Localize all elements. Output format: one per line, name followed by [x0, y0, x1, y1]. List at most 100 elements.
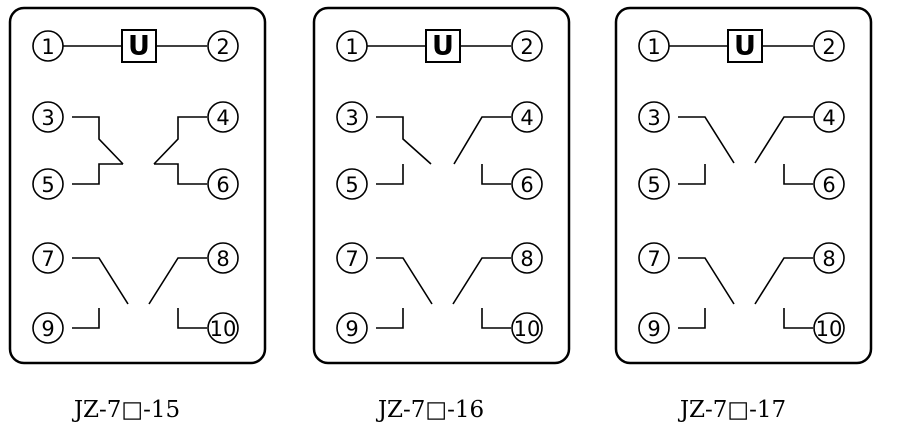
terminal-circle — [511, 101, 543, 133]
coil-box — [727, 29, 763, 63]
terminal-number: 8 — [822, 247, 835, 271]
terminal-number: 7 — [345, 247, 358, 271]
model-caption: JZ-7□-15 — [72, 397, 180, 423]
terminal-1: 1 — [336, 30, 368, 62]
terminal-circle — [207, 242, 239, 274]
terminal-8: 8 — [511, 242, 543, 274]
terminal-circle — [638, 242, 670, 274]
terminal-circle — [638, 168, 670, 200]
terminal-circle — [813, 168, 845, 200]
terminal-circle — [511, 312, 543, 344]
terminal-2: 2 — [813, 30, 845, 62]
terminal-9: 9 — [32, 312, 64, 344]
terminal-circle — [32, 242, 64, 274]
coil-label: U — [734, 31, 756, 62]
terminal-number: 9 — [647, 317, 660, 341]
terminal-3: 3 — [336, 101, 368, 133]
terminal-number: 1 — [647, 35, 660, 59]
terminal-8: 8 — [207, 242, 239, 274]
terminal-7: 7 — [336, 242, 368, 274]
terminal-circle — [32, 168, 64, 200]
terminal-number: 3 — [41, 106, 54, 130]
terminal-10: 10 — [813, 312, 845, 344]
terminal-number: 2 — [822, 35, 835, 59]
terminal-circle — [32, 312, 64, 344]
terminal-circle — [638, 101, 670, 133]
terminal-circle — [336, 101, 368, 133]
terminal-5: 5 — [336, 168, 368, 200]
terminal-circle — [32, 101, 64, 133]
terminal-circle — [813, 30, 845, 62]
terminal-circle — [207, 168, 239, 200]
lower-contact-right-lower-lead — [177, 308, 207, 329]
coil-box — [425, 29, 461, 63]
upper-contact-left-arm — [678, 116, 735, 164]
lower-contact-right-lower-lead — [481, 308, 511, 329]
terminal-circle — [511, 242, 543, 274]
terminal-number: 10 — [514, 317, 541, 341]
terminal-1: 1 — [32, 30, 64, 62]
terminal-3: 3 — [32, 101, 64, 133]
lower-contact-right-arm — [754, 257, 813, 305]
terminal-number: 5 — [647, 173, 660, 197]
terminal-circle — [813, 242, 845, 274]
terminal-circle — [336, 242, 368, 274]
lower-contact-right-arm — [148, 257, 207, 305]
terminal-number: 6 — [216, 173, 229, 197]
lower-contact-left-lower-lead — [376, 308, 404, 329]
terminal-10: 10 — [511, 312, 543, 344]
terminal-circle — [511, 168, 543, 200]
terminal-circle — [207, 101, 239, 133]
upper-contact-right-arm — [754, 116, 813, 164]
terminal-circle — [207, 30, 239, 62]
terminal-circle — [511, 30, 543, 62]
upper-contact-right-lower-lead — [481, 164, 511, 185]
model-caption: JZ-7□-16 — [376, 397, 484, 423]
terminal-number: 3 — [345, 106, 358, 130]
upper-contact-right-lower-lead — [154, 163, 207, 185]
terminal-circle — [207, 312, 239, 344]
terminal-1: 1 — [638, 30, 670, 62]
lower-contact-left-lower-lead — [72, 308, 100, 329]
lower-contact-left-arm — [72, 257, 129, 305]
upper-contact-left-lower-lead — [376, 164, 404, 185]
coil-label: U — [432, 31, 454, 62]
terminal-number: 1 — [41, 35, 54, 59]
terminal-circle — [336, 168, 368, 200]
terminal-number: 5 — [345, 173, 358, 197]
model-caption: JZ-7□-17 — [678, 397, 786, 423]
panel-outline — [312, 6, 571, 365]
terminal-number: 4 — [216, 106, 229, 130]
lower-contact-left-arm — [376, 257, 433, 305]
upper-contact-right-arm — [453, 116, 511, 165]
terminal-number: 4 — [822, 106, 835, 130]
terminal-circle — [32, 30, 64, 62]
upper-contact-right-no-arm — [153, 116, 207, 165]
upper-contact-left-lower-lead — [72, 163, 123, 185]
terminal-number: 1 — [345, 35, 358, 59]
terminal-number: 2 — [520, 35, 533, 59]
terminal-4: 4 — [207, 101, 239, 133]
terminal-circle — [638, 312, 670, 344]
terminal-number: 6 — [520, 173, 533, 197]
lower-contact-right-arm — [452, 257, 511, 305]
terminal-5: 5 — [638, 168, 670, 200]
coil-box — [121, 29, 157, 63]
terminal-5: 5 — [32, 168, 64, 200]
terminal-9: 9 — [638, 312, 670, 344]
terminal-circle — [813, 101, 845, 133]
terminal-circle — [336, 312, 368, 344]
terminal-number: 7 — [41, 247, 54, 271]
terminal-number: 7 — [647, 247, 660, 271]
terminal-number: 5 — [41, 173, 54, 197]
terminal-circle — [336, 30, 368, 62]
terminal-10: 10 — [207, 312, 239, 344]
terminal-number: 9 — [345, 317, 358, 341]
terminal-6: 6 — [511, 168, 543, 200]
terminal-2: 2 — [207, 30, 239, 62]
coil-label: U — [128, 31, 150, 62]
terminal-3: 3 — [638, 101, 670, 133]
terminal-number: 8 — [520, 247, 533, 271]
